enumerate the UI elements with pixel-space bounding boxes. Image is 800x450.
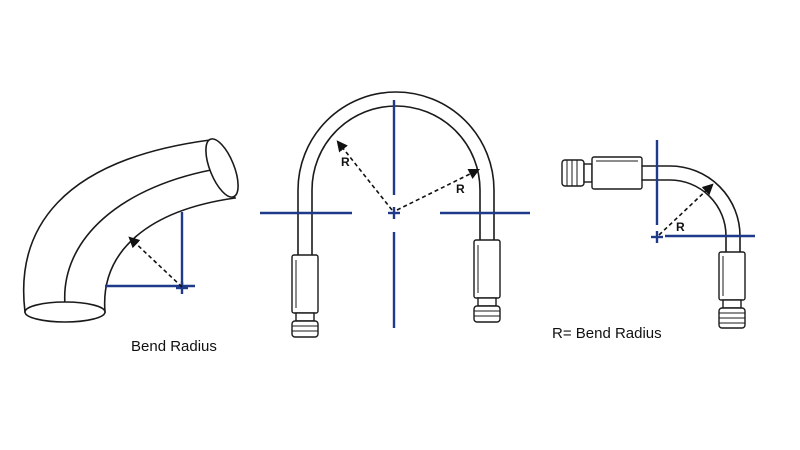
u-bend-hose-figure: R R xyxy=(260,91,530,338)
caption-bend-radius: Bend Radius xyxy=(131,338,217,355)
radius-label-middle-left: R xyxy=(341,155,350,169)
caption-r-equals-bend-radius: R= Bend Radius xyxy=(552,325,662,342)
elbow-pipe-figure xyxy=(22,138,239,323)
bottom-hose-fitting xyxy=(718,251,746,329)
radius-label-right: R xyxy=(676,220,685,234)
top-hose-fitting xyxy=(561,156,643,190)
radius-label-middle-right: R xyxy=(456,182,465,196)
radius-arrow-left xyxy=(336,140,393,211)
radius-arrow-right-figure xyxy=(658,183,714,236)
left-hose-fitting xyxy=(291,254,319,338)
right-hose-fitting xyxy=(473,239,501,323)
ninety-degree-hose-figure: R xyxy=(561,140,755,329)
radius-arrow-right xyxy=(396,168,481,211)
radius-arrow xyxy=(128,236,183,288)
